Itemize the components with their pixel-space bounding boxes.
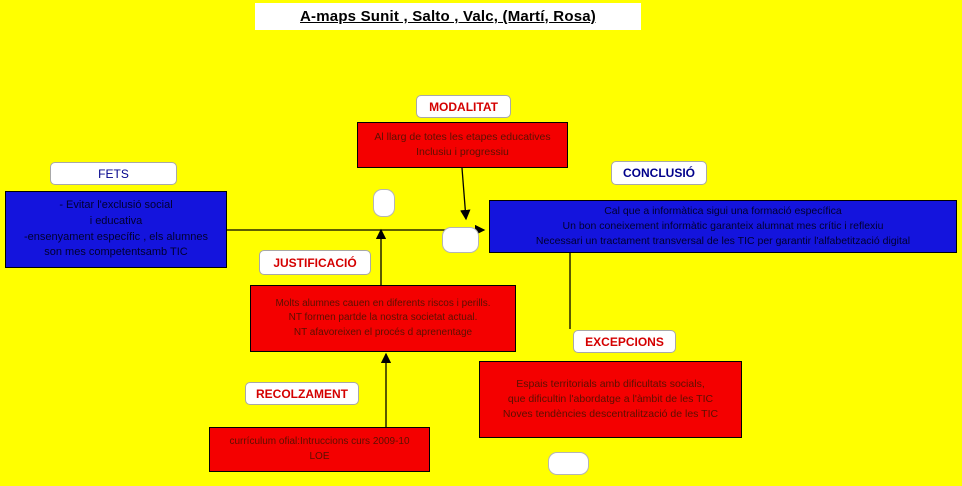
node-conclusio[interactable]: Cal que a informàtica sigui una formació… bbox=[489, 200, 957, 253]
label-excepcions[interactable]: EXCEPCIONS bbox=[573, 330, 676, 353]
empty-link-node-center[interactable] bbox=[442, 227, 479, 253]
label-conclusio[interactable]: CONCLUSIÓ bbox=[611, 161, 707, 185]
node-justificacio[interactable]: Molts alumnes cauen en diferents riscos … bbox=[250, 285, 516, 352]
label-fets[interactable]: FETS bbox=[50, 162, 177, 185]
node-modalitat[interactable]: Al llarg de totes les etapes educatives … bbox=[357, 122, 568, 168]
map-title: A-maps Sunit , Salto , Valc, (Martí, Ros… bbox=[255, 3, 641, 30]
empty-link-node-top[interactable] bbox=[373, 189, 395, 217]
node-excepcions[interactable]: Espais territorials amb dificultats soci… bbox=[479, 361, 742, 438]
map-title-text: A-maps Sunit , Salto , Valc, (Martí, Ros… bbox=[300, 8, 596, 25]
node-recolzament[interactable]: currículum ofial:Intruccions curs 2009-1… bbox=[209, 427, 430, 472]
label-recolzament[interactable]: RECOLZAMENT bbox=[245, 382, 359, 405]
empty-link-node-bottom[interactable] bbox=[548, 452, 589, 475]
label-modalitat[interactable]: MODALITAT bbox=[416, 95, 511, 118]
label-justificacio[interactable]: JUSTIFICACIÓ bbox=[259, 250, 371, 275]
connector-modalitat-down bbox=[460, 167, 471, 221]
node-fets[interactable]: - Evitar l'exclusió social i educativa -… bbox=[5, 191, 227, 268]
